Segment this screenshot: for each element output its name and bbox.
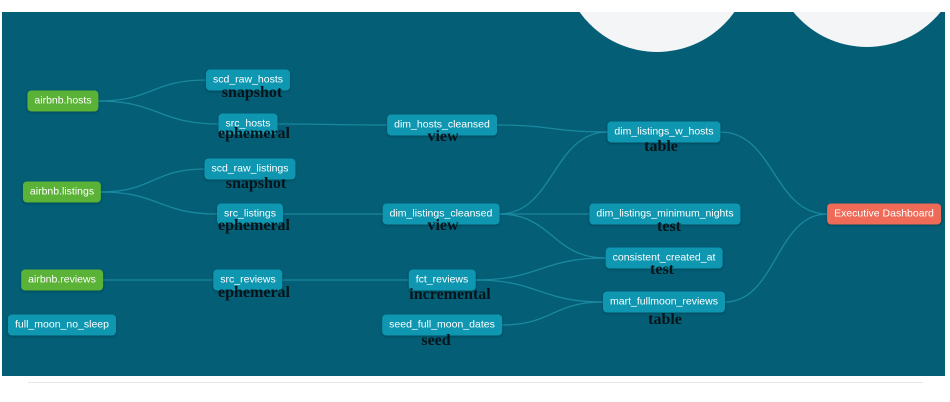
- edge-dim_listings_cleansed-to-consistent_created_at: [499, 213, 606, 259]
- materialization-label-ephemeral: ephemeral: [218, 217, 290, 234]
- source-node-airbnb-hosts[interactable]: airbnb.hosts: [27, 90, 99, 112]
- materialization-label-view: view: [427, 217, 459, 234]
- edges-layer: [98, 79, 828, 326]
- edge-seed_full_moon_dates-to-mart_fullmoon_reviews: [501, 301, 604, 326]
- materialization-label-view: view: [427, 128, 459, 145]
- node-mart-fullmoon-reviews[interactable]: mart_fullmoon_reviews: [603, 291, 725, 313]
- edge-src_hosts-to-dim_hosts_cleansed: [277, 123, 388, 126]
- materialization-label-snapshot: snapshot: [221, 84, 283, 101]
- exposure-node-executive-dashboard[interactable]: Executive Dashboard: [827, 203, 941, 225]
- node-scd-raw-listings[interactable]: scd_raw_listings: [204, 158, 296, 180]
- materialization-label-table: table: [648, 311, 682, 328]
- node-dim-listings-cleansed[interactable]: dim_listings_cleansed: [382, 203, 500, 225]
- materialization-label-test: test: [657, 218, 681, 235]
- node-src-hosts[interactable]: src_hosts: [218, 113, 278, 135]
- divider: [28, 382, 923, 383]
- node-consistent-created-at[interactable]: consistent_created_at: [605, 247, 723, 269]
- materialization-label-test: test: [650, 261, 674, 278]
- edge-airbnb_listings-to-src_listings: [101, 191, 218, 215]
- edge-airbnb_listings-to-scd_raw_listings: [101, 168, 205, 193]
- edge-fct_reviews-to-consistent_created_at: [475, 257, 606, 281]
- node-dim-hosts-cleansed[interactable]: dim_hosts_cleansed: [387, 114, 497, 136]
- node-seed-full-moon-dates[interactable]: seed_full_moon_dates: [382, 314, 502, 336]
- node-src-reviews[interactable]: src_reviews: [213, 269, 283, 291]
- node-fct-reviews[interactable]: fct_reviews: [408, 269, 476, 291]
- node-scd-raw-hosts[interactable]: scd_raw_hosts: [205, 69, 291, 91]
- edge-airbnb_hosts-to-src_hosts: [98, 100, 219, 125]
- materialization-label-incremental: incremental: [409, 286, 491, 303]
- lineage-graph-canvas[interactable]: airbnb.hosts airbnb.listings airbnb.revi…: [2, 12, 945, 376]
- materialization-label-ephemeral: ephemeral: [218, 284, 290, 301]
- materialization-label-ephemeral: ephemeral: [218, 125, 290, 142]
- materialization-label-table: table: [644, 138, 678, 155]
- node-dim-listings-minimum-nights[interactable]: dim_listings_minimum_nights: [589, 203, 741, 225]
- node-dim-listings-w-hosts[interactable]: dim_listings_w_hosts: [607, 121, 721, 143]
- materialization-label-snapshot: snapshot: [225, 175, 287, 192]
- node-src-listings[interactable]: src_listings: [217, 203, 283, 225]
- materialization-label-seed: seed: [421, 332, 451, 349]
- source-node-airbnb-reviews[interactable]: airbnb.reviews: [21, 269, 103, 291]
- edge-dim_listings_w_hosts-to-executive_dashboard: [720, 131, 828, 215]
- source-node-airbnb-listings[interactable]: airbnb.listings: [22, 181, 102, 203]
- edge-fct_reviews-to-mart_fullmoon_reviews: [475, 279, 604, 303]
- edge-airbnb_hosts-to-scd_raw_hosts: [98, 79, 206, 102]
- edge-dim_listings_cleansed-to-dim_listings_w_hosts: [499, 131, 608, 215]
- node-full-moon-no-sleep[interactable]: full_moon_no_sleep: [8, 314, 116, 336]
- edge-mart_fullmoon_reviews-to-executive_dashboard: [724, 213, 828, 303]
- edge-dim_hosts_cleansed-to-dim_listings_w_hosts: [496, 124, 608, 133]
